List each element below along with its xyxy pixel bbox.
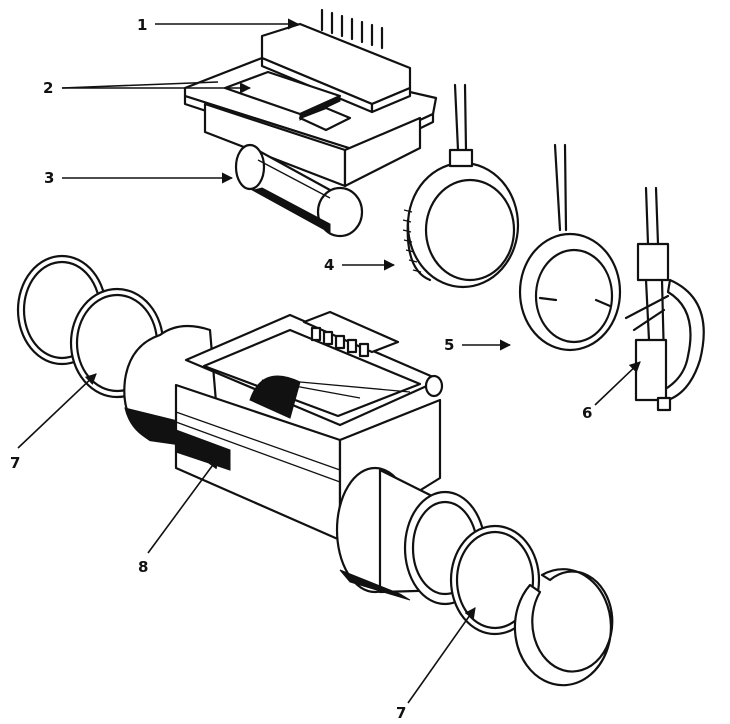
snap-rings-right — [449, 524, 614, 687]
clip-assembly — [624, 186, 705, 412]
callout-1: 1 — [137, 16, 147, 34]
electronics-module — [183, 8, 438, 238]
callout-2: 2 — [43, 79, 53, 97]
callout-8: 8 — [138, 558, 148, 576]
sensor-ring — [518, 143, 622, 352]
chip-pins — [320, 8, 384, 50]
callout-6: 6 — [582, 404, 592, 422]
callout-4: 4 — [324, 256, 334, 274]
toothed-ring — [402, 83, 520, 289]
callout-7-right: 7 — [396, 704, 406, 722]
meter-body — [123, 310, 487, 606]
callout-7-left: 7 — [10, 454, 20, 472]
callout-5: 5 — [444, 336, 454, 354]
leader-lines — [17, 18, 641, 704]
callout-3: 3 — [44, 169, 54, 187]
